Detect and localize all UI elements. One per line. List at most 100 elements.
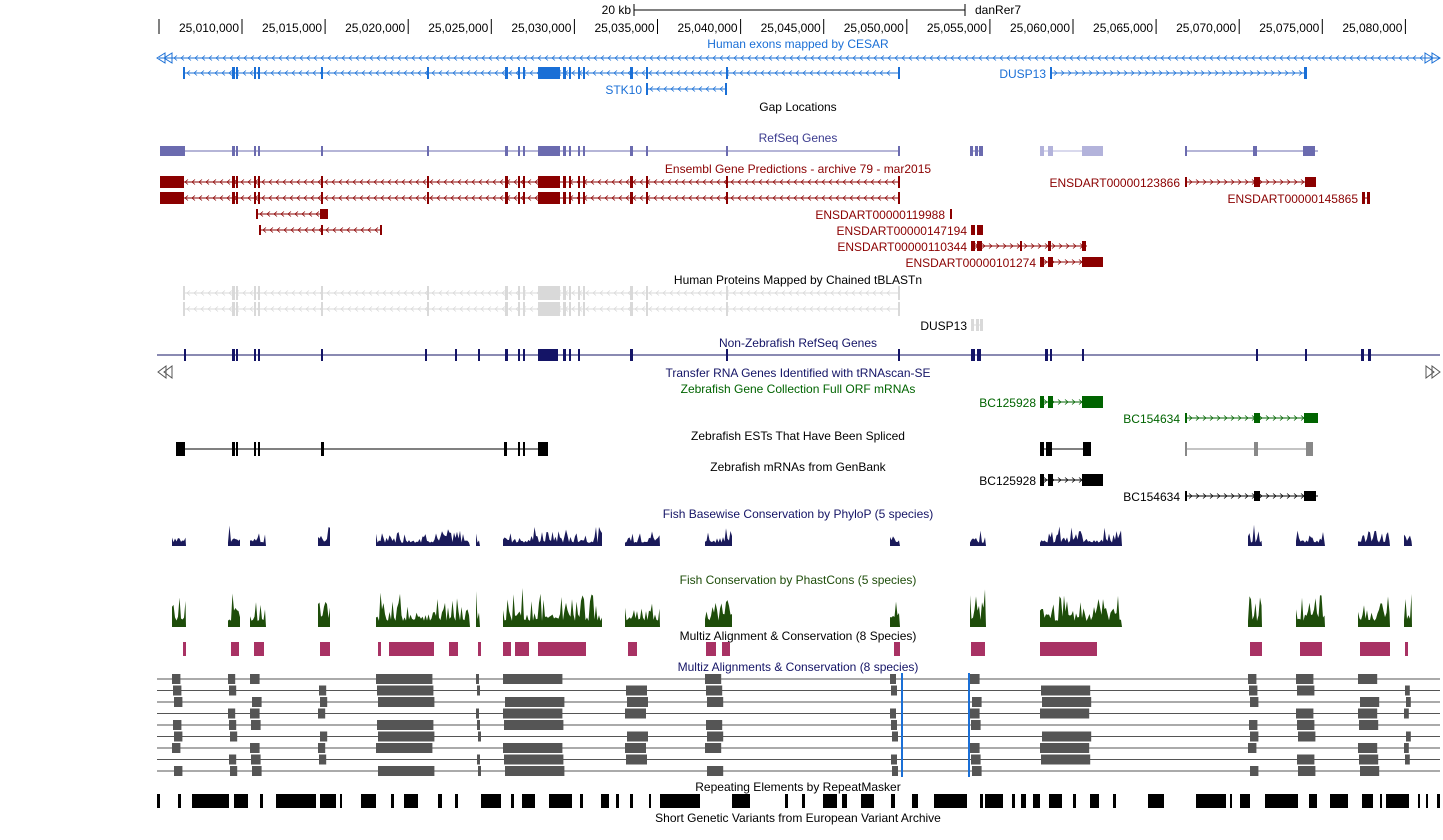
track-title-nonzebrafish[interactable]: Non-Zebrafish RefSeq Genes bbox=[719, 336, 877, 350]
exon-block bbox=[1045, 349, 1048, 361]
zgc-bc125928[interactable] bbox=[1040, 396, 1103, 408]
alignment-block bbox=[174, 766, 183, 776]
conservation-peak bbox=[376, 592, 470, 627]
track-title-eva[interactable]: Short Genetic Variants from European Var… bbox=[655, 811, 941, 825]
alignment-block bbox=[892, 766, 898, 776]
refseq-stk10[interactable] bbox=[160, 146, 900, 156]
cesar-full-span[interactable] bbox=[156, 52, 1441, 64]
ensembl-stk10-a[interactable] bbox=[160, 176, 900, 188]
exon-block bbox=[979, 146, 983, 156]
exon-block bbox=[427, 176, 429, 188]
track-title-ensembl[interactable]: Ensembl Gene Predictions - archive 79 - … bbox=[665, 162, 931, 176]
mrna-label-bc125928[interactable]: BC125928 bbox=[979, 474, 1036, 488]
repeatmasker-blocks[interactable] bbox=[157, 794, 1440, 808]
alignment-block bbox=[707, 731, 724, 742]
track-title-phastcons[interactable]: Fish Conservation by PhastCons (5 specie… bbox=[680, 573, 917, 587]
alignment-block bbox=[970, 674, 980, 684]
mrna-bc154634[interactable] bbox=[1185, 491, 1318, 501]
phylop-wiggle[interactable] bbox=[172, 524, 1412, 546]
tblastn-dusp13[interactable] bbox=[971, 319, 983, 331]
exon-block bbox=[630, 146, 633, 156]
alignment-block bbox=[503, 674, 563, 684]
est-stk10[interactable] bbox=[176, 442, 548, 456]
tblastn-label-dusp13[interactable]: DUSP13 bbox=[920, 319, 967, 333]
ensembl-147194[interactable] bbox=[259, 225, 983, 235]
exon-block bbox=[1040, 396, 1044, 408]
mrna-label-bc154634[interactable]: BC154634 bbox=[1123, 490, 1180, 504]
exon-block bbox=[321, 302, 323, 316]
tblastn-stk10-a[interactable] bbox=[183, 286, 900, 300]
ensembl-145865[interactable] bbox=[1362, 192, 1370, 204]
trna-track[interactable] bbox=[157, 365, 1441, 379]
track-title-repeatmasker[interactable]: Repeating Elements by RepeatMasker bbox=[695, 780, 900, 794]
mrna-bc125928[interactable] bbox=[1040, 474, 1103, 486]
cesar-label-dusp13[interactable]: DUSP13 bbox=[999, 67, 1046, 81]
conserved-element bbox=[971, 642, 985, 656]
repeat-element bbox=[601, 794, 609, 808]
alignment-block bbox=[503, 743, 563, 753]
alignment-block bbox=[1360, 766, 1380, 776]
exon-block bbox=[505, 302, 508, 316]
strand-arrows bbox=[1188, 179, 1312, 185]
track-title-trna[interactable]: Transfer RNA Genes Identified with tRNAs… bbox=[666, 366, 931, 380]
ensembl-stk10-b[interactable] bbox=[160, 192, 900, 204]
ensembl-label-101274[interactable]: ENSDART00000101274 bbox=[905, 256, 1036, 270]
nonzebrafish-span[interactable] bbox=[157, 349, 1440, 361]
ensembl-label-110344[interactable]: ENSDART00000110344 bbox=[837, 240, 967, 254]
ensembl-label-145865[interactable]: ENSDART00000145865 bbox=[1227, 192, 1358, 206]
cesar-dusp13[interactable] bbox=[1050, 67, 1307, 79]
cesar-label-stk10[interactable]: STK10 bbox=[605, 83, 642, 97]
track-title-gap[interactable]: Gap Locations bbox=[759, 100, 836, 114]
track-title-zgc[interactable]: Zebrafish Gene Collection Full ORF mRNAs bbox=[681, 382, 916, 396]
alignment-block bbox=[1404, 708, 1409, 719]
conserved-element bbox=[706, 642, 716, 656]
track-title-multiz-b[interactable]: Multiz Alignments & Conservation (8 spec… bbox=[678, 660, 919, 674]
ensembl-110344[interactable] bbox=[971, 241, 1087, 251]
multiz-elements[interactable] bbox=[183, 642, 1408, 656]
refseq-dusp13b[interactable] bbox=[1040, 146, 1103, 156]
repeat-element bbox=[616, 794, 619, 808]
ensembl-123866[interactable] bbox=[1185, 177, 1316, 187]
exon-block bbox=[259, 225, 261, 235]
exon-block bbox=[898, 67, 900, 79]
cesar-stk10[interactable] bbox=[183, 67, 900, 79]
zgc-bc154634[interactable] bbox=[1185, 413, 1318, 423]
track-title-est[interactable]: Zebrafish ESTs That Have Been Spliced bbox=[691, 429, 905, 443]
est-dusp13a[interactable] bbox=[1040, 442, 1091, 456]
ensembl-label-147194[interactable]: ENSDART00000147194 bbox=[836, 224, 967, 238]
track-title-refseq[interactable]: RefSeq Genes bbox=[759, 131, 838, 145]
track-title-mrna[interactable]: Zebrafish mRNAs from GenBank bbox=[710, 460, 886, 474]
alignment-block bbox=[706, 685, 723, 696]
exon-block bbox=[646, 302, 648, 316]
zgc-label-bc154634[interactable]: BC154634 bbox=[1123, 412, 1180, 426]
zgc-label-bc125928[interactable]: BC125928 bbox=[979, 396, 1036, 410]
exon-block bbox=[980, 319, 983, 331]
multiz-alignment-rows[interactable] bbox=[157, 673, 1440, 777]
track-title-cesar[interactable]: Human exons mapped by CESAR bbox=[707, 37, 889, 51]
exon-block bbox=[1305, 349, 1307, 361]
ensembl-101274[interactable] bbox=[1040, 257, 1103, 267]
phastcons-wiggle[interactable] bbox=[172, 588, 1412, 627]
exon-block bbox=[538, 176, 560, 188]
cesar-stk10-b[interactable] bbox=[646, 83, 727, 95]
est-dusp13b[interactable] bbox=[1185, 442, 1313, 456]
tblastn-stk10-b[interactable] bbox=[183, 302, 900, 316]
ensembl-label-123866[interactable]: ENSDART00000123866 bbox=[1049, 176, 1180, 190]
exon-block bbox=[258, 146, 260, 156]
exon-block bbox=[321, 442, 324, 456]
alignment-block bbox=[972, 697, 982, 707]
exon-block bbox=[523, 67, 525, 79]
refseq-dusp13a[interactable] bbox=[970, 146, 983, 156]
exon-block bbox=[321, 67, 323, 79]
exon-block bbox=[630, 67, 633, 79]
ensembl-label-119988[interactable]: ENSDART00000119988 bbox=[815, 208, 945, 222]
track-title-phylop[interactable]: Fish Basewise Conservation by PhyloP (5 … bbox=[663, 507, 934, 521]
right-arrow-icon bbox=[1425, 365, 1441, 379]
refseq-dusp13c[interactable] bbox=[1185, 146, 1318, 156]
alignment-block bbox=[1248, 743, 1257, 753]
ensembl-119988[interactable] bbox=[256, 209, 952, 219]
track-title-multiz[interactable]: Multiz Alignment & Conservation (8 Speci… bbox=[680, 629, 917, 643]
track-title-tblastn[interactable]: Human Proteins Mapped by Chained tBLASTn bbox=[674, 273, 922, 287]
